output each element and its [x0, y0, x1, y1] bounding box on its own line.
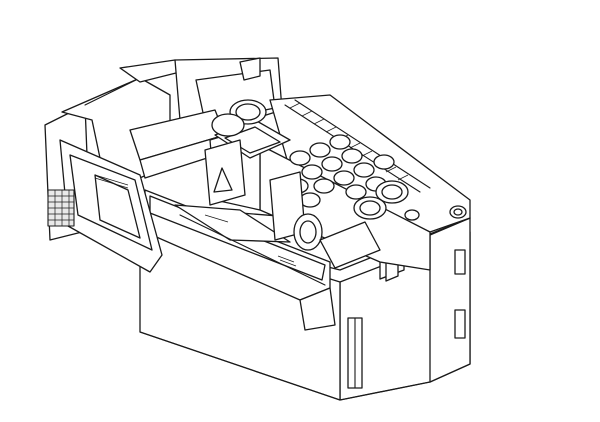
grip-ribs [47, 189, 75, 227]
molded-marks [94, 174, 297, 267]
main-housing-body [139, 204, 471, 401]
polarization-key [204, 139, 381, 269]
